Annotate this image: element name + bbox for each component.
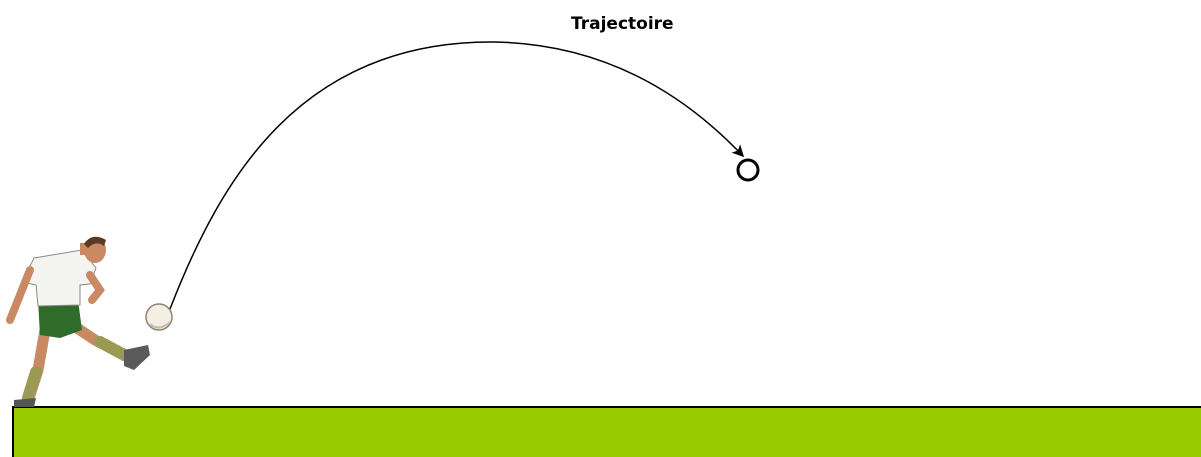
trajectory-curve (169, 41, 745, 310)
ball-end-position (736, 158, 760, 182)
soccer-player-kicking-icon (6, 236, 150, 407)
ball-shading (149, 321, 171, 329)
trajectory-label: Trajectoire (571, 14, 674, 34)
soccer-ball-icon (145, 303, 173, 331)
ground (12, 406, 1201, 457)
